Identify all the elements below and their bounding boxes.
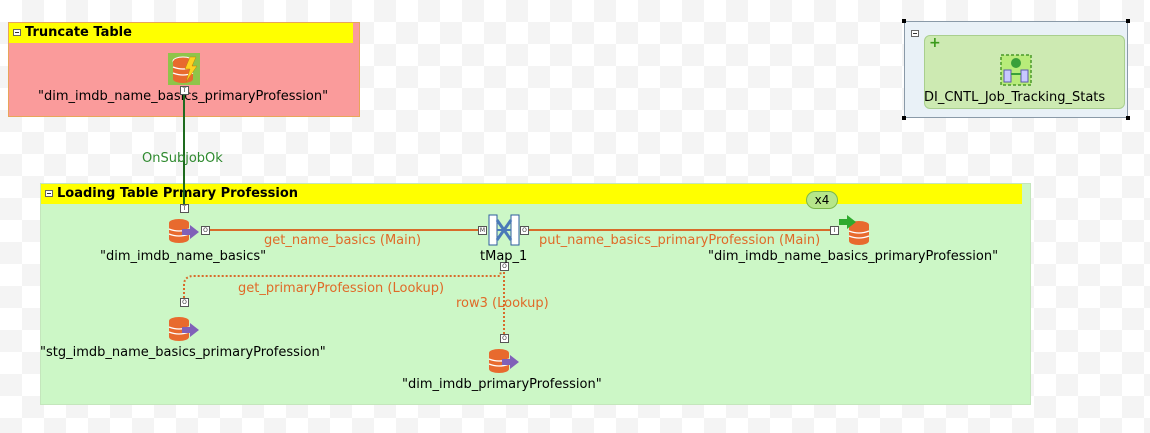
output-component-label: "dim_imdb_name_basics_primaryProfession" xyxy=(708,249,999,264)
name-basics-input-label: "dim_imdb_name_basics" xyxy=(100,249,267,264)
collapse-toggle[interactable] xyxy=(911,30,919,37)
main-port[interactable]: M xyxy=(478,226,487,235)
selection-handle[interactable] xyxy=(1126,19,1130,23)
expand-plus-icon[interactable]: + xyxy=(929,35,941,51)
subjob-header[interactable]: Truncate Table xyxy=(9,23,353,43)
db-input-icon[interactable] xyxy=(488,348,520,374)
output-port[interactable]: O xyxy=(500,334,509,343)
truncate-component-label: "dim_imdb_name_basics_primaryProfession" xyxy=(38,89,329,104)
selection-handle[interactable] xyxy=(1126,116,1130,120)
selection-handle[interactable] xyxy=(902,116,906,120)
collapse-toggle[interactable] xyxy=(45,190,53,197)
trigger-port[interactable]: T xyxy=(180,86,189,95)
db-lightning-icon[interactable] xyxy=(168,53,200,85)
subjob-header[interactable]: Loading Table Prmary Profession xyxy=(41,184,1022,204)
output-port[interactable]: O xyxy=(180,298,189,307)
main-input-link-label: get_name_basics (Main) xyxy=(264,233,422,248)
lookup-port[interactable]: O xyxy=(500,262,509,271)
on-subjob-ok-label: OnSubjobOk xyxy=(142,151,223,166)
tracking-stats-box[interactable]: + xyxy=(904,21,1128,118)
db-input-icon[interactable] xyxy=(168,316,200,342)
stg-input-label: "stg_imdb_name_basics_primaryProfession" xyxy=(40,345,326,360)
input-port[interactable]: I xyxy=(830,226,839,235)
collapse-toggle[interactable] xyxy=(13,29,21,36)
subjob-title: Loading Table Prmary Profession xyxy=(57,186,299,201)
subjob-title: Truncate Table xyxy=(25,25,132,40)
db-input-icon[interactable] xyxy=(168,218,200,244)
db-output-icon[interactable] xyxy=(838,214,872,246)
main-output-link-label: put_name_basics_primaryProfession (Main) xyxy=(539,233,821,248)
trigger-port[interactable]: T xyxy=(180,204,189,213)
primary-profession-input-label: "dim_imdb_primaryProfession" xyxy=(402,377,602,392)
execution-count-badge: x4 xyxy=(806,191,838,209)
lookup-link-primary-label: row3 (Lookup) xyxy=(456,296,549,311)
tmap-icon[interactable] xyxy=(488,214,520,246)
output-port[interactable]: O xyxy=(520,226,529,235)
lookup-link-stg-label: get_primaryProfession (Lookup) xyxy=(238,281,445,296)
joblet-icon[interactable] xyxy=(1000,54,1032,86)
output-port[interactable]: O xyxy=(201,226,210,235)
lookup-link-stg xyxy=(183,265,503,302)
tmap-label: tMap_1 xyxy=(480,249,528,264)
subjob-loading-table[interactable]: Loading Table Prmary Profession xyxy=(40,183,1031,405)
tracking-label: DI_CNTL_Job_Tracking_Stats xyxy=(924,90,1106,105)
selection-handle[interactable] xyxy=(902,19,906,23)
